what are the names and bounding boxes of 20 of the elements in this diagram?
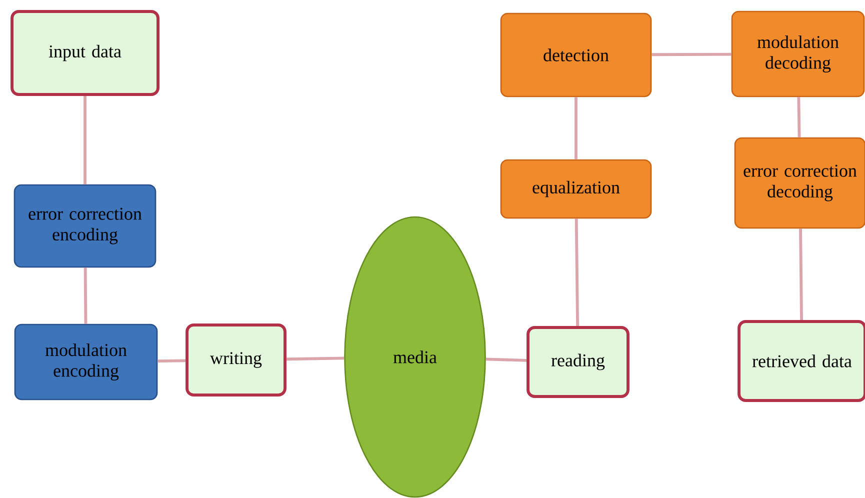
process-box: detection xyxy=(500,12,652,98)
connector-line xyxy=(84,268,88,324)
process-box: reading xyxy=(526,326,630,398)
process-box: input data xyxy=(10,10,160,96)
process-box: equalization xyxy=(500,159,652,219)
process-box: modulation decoding xyxy=(731,10,865,98)
connector-line xyxy=(574,97,578,160)
connector-line xyxy=(574,218,580,326)
connector-line xyxy=(797,97,801,138)
connector-line xyxy=(158,359,186,362)
process-box: writing xyxy=(186,324,286,396)
connector-line xyxy=(652,52,732,56)
connector-line xyxy=(84,96,86,184)
process-box: retrieved data xyxy=(738,320,865,402)
process-box: modulation encoding xyxy=(14,324,158,400)
connector-line xyxy=(486,358,527,362)
process-box: error correction decoding xyxy=(734,137,865,229)
connector-line xyxy=(799,228,803,320)
connector-line xyxy=(286,356,344,361)
process-box: error correction encoding xyxy=(14,184,156,268)
